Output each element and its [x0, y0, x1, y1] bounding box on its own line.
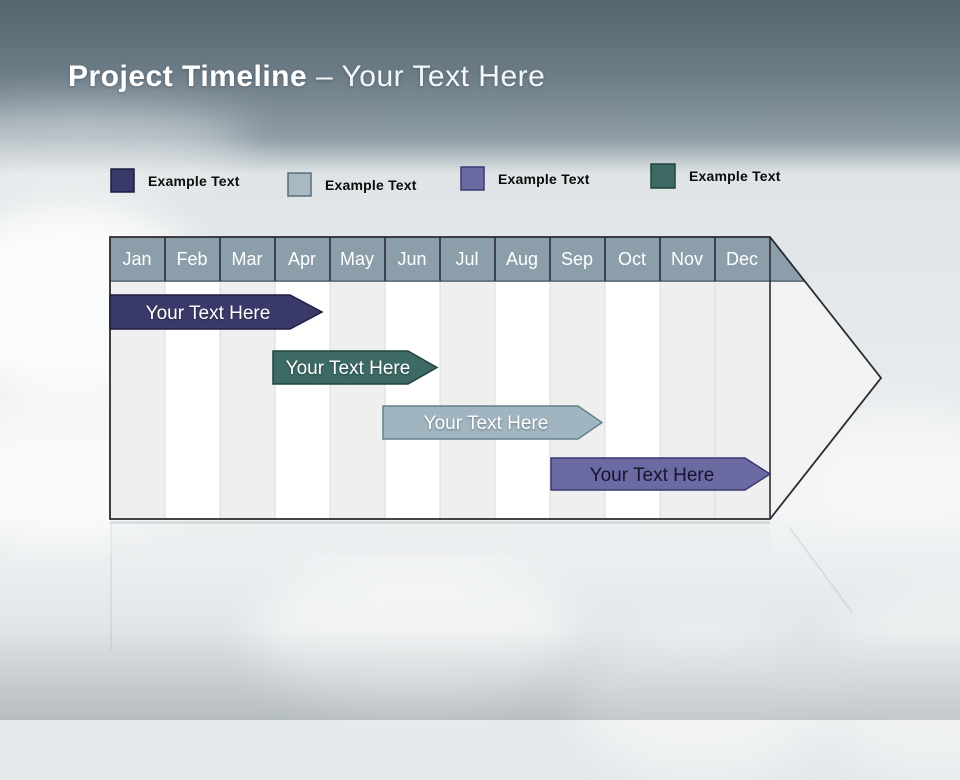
- month-label: Dec: [726, 249, 758, 269]
- month-label: Jan: [122, 249, 151, 269]
- chart-reflection: [110, 521, 853, 650]
- gantt-bar-2: [272, 350, 439, 385]
- gantt-bar-3: [382, 405, 604, 440]
- gantt-bar-4-label: Your Text Here: [590, 465, 715, 486]
- month-labels: Jan Feb Mar Apr May Jun Jul Aug Sep Oct …: [122, 249, 758, 269]
- gantt-bar-3-label: Your Text Here: [424, 413, 549, 434]
- gantt-bar-4: [550, 457, 772, 491]
- month-label: Feb: [176, 249, 207, 269]
- gantt-bar-1: [109, 294, 324, 330]
- month-label: Aug: [506, 249, 538, 269]
- month-label: Mar: [232, 249, 263, 269]
- month-label: Nov: [671, 249, 703, 269]
- legend-item: Example Text: [110, 168, 240, 193]
- gantt-bar-2-label: Your Text Here: [286, 358, 411, 379]
- timeline-chart: Jan Feb Mar Apr May Jun Jul Aug Sep Oct …: [109, 236, 883, 650]
- legend-label: Example Text: [148, 172, 240, 189]
- month-label: Apr: [288, 249, 316, 269]
- legend-label: Example Text: [689, 168, 781, 184]
- header-cell-separators: [164, 237, 771, 519]
- background-top-band: [0, 0, 960, 138]
- gantt-bar-1-label: Your Text Here: [146, 303, 271, 324]
- legend-swatch-teal-icon: [650, 163, 676, 189]
- month-columns: [110, 282, 770, 519]
- legend-label: Example Text: [498, 170, 590, 187]
- background-blur-shape: [250, 560, 580, 710]
- legend-swatch-navy-icon: [110, 168, 135, 193]
- month-label: May: [340, 249, 374, 269]
- month-label: Oct: [618, 249, 646, 269]
- slide-title: Project Timeline – Your Text Here: [68, 60, 928, 94]
- timeline-arrow-outline: [109, 236, 883, 520]
- legend-item: Example Text: [650, 163, 781, 189]
- legend-item: Example Text: [460, 166, 590, 191]
- gantt-bars: Your Text Here Your Text Here Your Text …: [109, 294, 772, 491]
- month-label: Jun: [397, 249, 426, 269]
- background-bottom-shade: [0, 630, 960, 720]
- slide-title-sub: – Your Text Here: [316, 60, 546, 93]
- month-label: Sep: [561, 249, 593, 269]
- legend-item: Example Text: [287, 172, 417, 197]
- month-label: Jul: [455, 249, 478, 269]
- legend-label: Example Text: [325, 176, 417, 193]
- slide-title-main: Project Timeline: [68, 60, 308, 93]
- legend-swatch-bluegray-icon: [287, 172, 312, 197]
- legend-swatch-purple-icon: [460, 166, 485, 191]
